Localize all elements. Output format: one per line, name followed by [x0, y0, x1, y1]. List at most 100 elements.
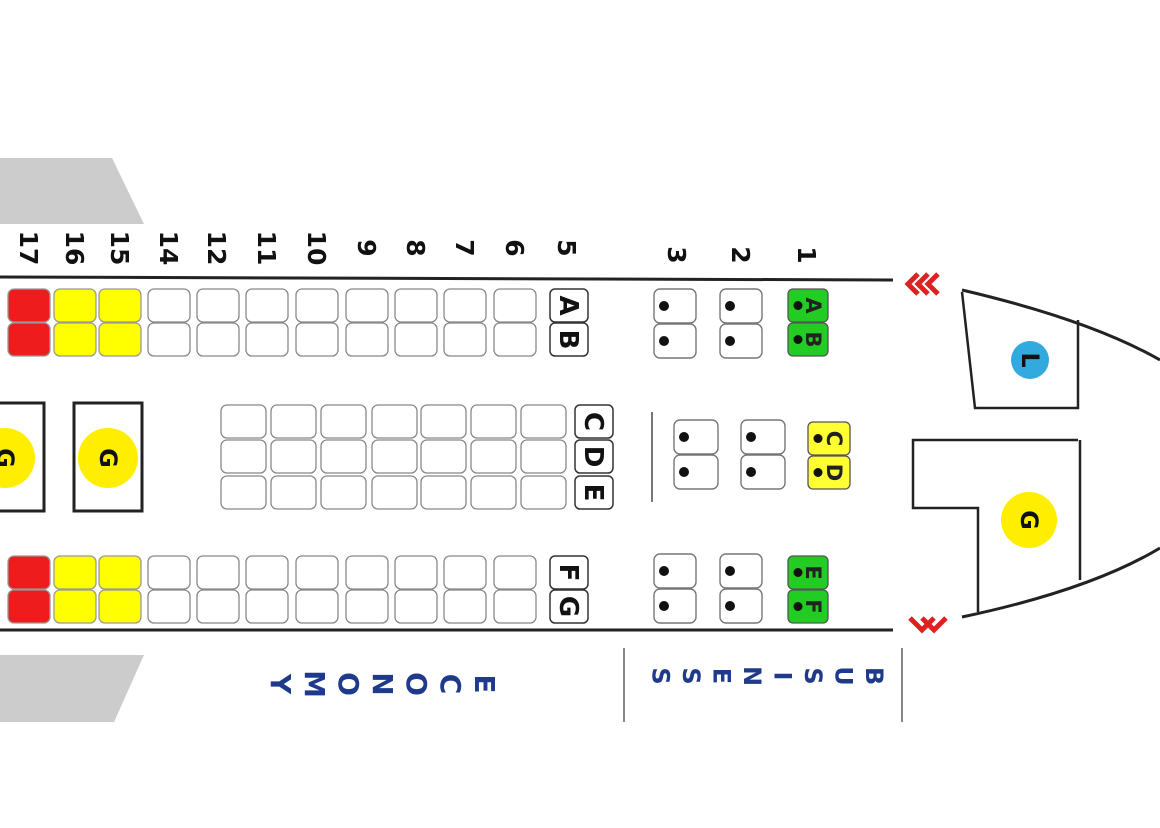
- seat-5-F-letter: F: [553, 564, 583, 582]
- seat-5-C[interactable]: [574, 404, 614, 439]
- seat-9-D[interactable]: [371, 439, 418, 474]
- cabin-label-business-char: N: [738, 666, 766, 686]
- seat-2-C[interactable]: [740, 419, 786, 455]
- seat-6-G[interactable]: [493, 589, 537, 624]
- seat-3-B[interactable]: [653, 323, 697, 359]
- seat-15-G[interactable]: [98, 589, 142, 624]
- seat-12-F[interactable]: [196, 555, 240, 590]
- seat-11-A[interactable]: [245, 288, 289, 323]
- seat-17-G[interactable]: [7, 589, 51, 624]
- seat-6-E[interactable]: [520, 475, 567, 510]
- seat-14-F[interactable]: [147, 555, 191, 590]
- seat-11-D[interactable]: [270, 439, 317, 474]
- seat-12-B[interactable]: [196, 322, 240, 357]
- seat-7-A[interactable]: [443, 288, 487, 323]
- seat-7-F[interactable]: [443, 555, 487, 590]
- seat-15-F[interactable]: [98, 555, 142, 590]
- seat-9-C[interactable]: [371, 404, 418, 439]
- seat-11-E[interactable]: [270, 475, 317, 510]
- seat-9-A[interactable]: [345, 288, 389, 323]
- seat-5-G[interactable]: [549, 589, 589, 624]
- seat-12-C[interactable]: [220, 404, 267, 439]
- seat-10-F[interactable]: [295, 555, 339, 590]
- seat-3-A[interactable]: [653, 288, 697, 324]
- seat-3-D[interactable]: [673, 454, 719, 490]
- seat-9-F[interactable]: [345, 555, 389, 590]
- seat-8-G[interactable]: [394, 589, 438, 624]
- row-number-9: 9: [352, 239, 381, 256]
- seat-8-F[interactable]: [394, 555, 438, 590]
- seat-15-B[interactable]: [98, 322, 142, 357]
- seat-11-C[interactable]: [270, 404, 317, 439]
- seat-1-F[interactable]: [787, 589, 829, 624]
- seat-5-G-letter: G: [553, 596, 583, 617]
- seat-17-A[interactable]: [7, 288, 51, 323]
- seat-16-B[interactable]: [53, 322, 97, 357]
- seat-7-C[interactable]: [470, 404, 517, 439]
- seat-2-B[interactable]: [719, 323, 763, 359]
- seat-3-F[interactable]: [653, 588, 697, 624]
- seat-8-B[interactable]: [394, 322, 438, 357]
- seat-9-B[interactable]: [345, 322, 389, 357]
- seat-12-D[interactable]: [220, 439, 267, 474]
- seat-7-G[interactable]: [443, 589, 487, 624]
- seat-7-E[interactable]: [470, 475, 517, 510]
- seat-11-B[interactable]: [245, 322, 289, 357]
- seat-6-F[interactable]: [493, 555, 537, 590]
- seat-10-D[interactable]: [320, 439, 367, 474]
- cabin-label-economy-char: O: [400, 672, 433, 696]
- seat-6-A[interactable]: [493, 288, 537, 323]
- seat-7-D[interactable]: [470, 439, 517, 474]
- seat-2-E[interactable]: [719, 553, 763, 589]
- seat-8-E[interactable]: [420, 475, 467, 510]
- seat-7-B[interactable]: [443, 322, 487, 357]
- seat-12-A[interactable]: [196, 288, 240, 323]
- row-number-10: 10: [302, 231, 331, 266]
- seat-15-A[interactable]: [98, 288, 142, 323]
- seat-10-B[interactable]: [295, 322, 339, 357]
- seat-16-F[interactable]: [53, 555, 97, 590]
- seat-14-G[interactable]: [147, 589, 191, 624]
- seat-16-A[interactable]: [53, 288, 97, 323]
- seat-11-F[interactable]: [245, 555, 289, 590]
- seat-5-E[interactable]: [574, 475, 614, 510]
- seat-3-A-dot-icon: [659, 301, 669, 311]
- seat-16-G[interactable]: [53, 589, 97, 624]
- seat-9-E[interactable]: [371, 475, 418, 510]
- seat-12-G[interactable]: [196, 589, 240, 624]
- seat-11-G[interactable]: [245, 589, 289, 624]
- seat-10-C[interactable]: [320, 404, 367, 439]
- galley-badge-right-label: G: [94, 448, 122, 468]
- seat-1-E[interactable]: [787, 555, 829, 590]
- row-number-17: 17: [14, 231, 43, 266]
- seat-14-A[interactable]: [147, 288, 191, 323]
- seat-8-D[interactable]: [420, 439, 467, 474]
- seat-2-A[interactable]: [719, 288, 763, 324]
- seat-8-C[interactable]: [420, 404, 467, 439]
- seat-12-E[interactable]: [220, 475, 267, 510]
- seat-6-B[interactable]: [493, 322, 537, 357]
- seat-1-D[interactable]: [807, 455, 851, 490]
- seat-5-B[interactable]: [549, 322, 589, 357]
- seat-3-E[interactable]: [653, 553, 697, 589]
- seat-1-B[interactable]: [787, 322, 829, 357]
- seat-10-E[interactable]: [320, 475, 367, 510]
- seat-6-C[interactable]: [520, 404, 567, 439]
- lavatory-compartment: [960, 291, 1080, 410]
- seat-8-A[interactable]: [394, 288, 438, 323]
- seat-3-C[interactable]: [673, 419, 719, 455]
- seat-6-D[interactable]: [520, 439, 567, 474]
- seat-5-A[interactable]: [549, 288, 589, 323]
- seat-17-F[interactable]: [7, 555, 51, 590]
- seat-10-G[interactable]: [295, 589, 339, 624]
- seat-5-F[interactable]: [549, 555, 589, 590]
- seat-2-D[interactable]: [740, 454, 786, 490]
- seat-14-B[interactable]: [147, 322, 191, 357]
- seat-10-A[interactable]: [295, 288, 339, 323]
- seat-2-F[interactable]: [719, 588, 763, 624]
- seat-9-G[interactable]: [345, 589, 389, 624]
- seat-1-C[interactable]: [807, 421, 851, 456]
- seat-5-D[interactable]: [574, 439, 614, 474]
- seat-1-A[interactable]: [787, 288, 829, 323]
- seat-17-B[interactable]: [7, 322, 51, 357]
